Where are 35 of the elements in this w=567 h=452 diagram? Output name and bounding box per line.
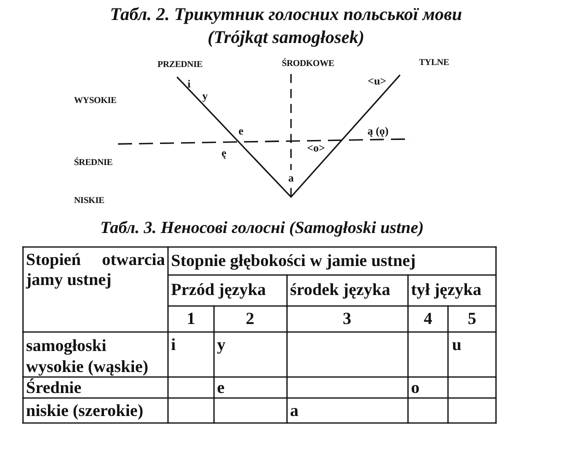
title: Табл. 2. Трикутник голосних польської мови (Trójkąt samogłosek) xyxy=(110,3,462,49)
table-header: Przód języka xyxy=(171,280,266,300)
table-header: środek języka xyxy=(290,280,390,300)
column-number: 2 xyxy=(246,309,254,329)
table-header: tył języka xyxy=(411,280,482,300)
table-header: Stopnie głębokości w jamie ustnej xyxy=(171,251,416,271)
axis-label: ŚRODKOWE xyxy=(282,58,334,68)
vowel-letter: o xyxy=(411,378,420,398)
vowel-label: y xyxy=(202,90,208,104)
row-header: samogłoski wysokie (wąskie) xyxy=(26,335,150,377)
vowel-label: ę xyxy=(222,148,226,160)
axis-label: WYSOKIE xyxy=(74,94,117,106)
column-number: 4 xyxy=(424,309,432,329)
vowel-label: ą (ǫ) xyxy=(367,126,389,138)
vowel-label: e xyxy=(238,126,244,138)
table-caption: Табл. 3. Неносові голосні (Samogłoski ustne) xyxy=(100,218,424,238)
axis-label: PRZEDNIE xyxy=(158,58,202,70)
vowel-letter: i xyxy=(171,335,176,355)
row-header: niskie (szerokie) xyxy=(26,401,144,421)
column-number: 5 xyxy=(468,309,476,329)
vowel-label: <o> xyxy=(306,142,326,156)
vowel-letter: y xyxy=(217,335,226,355)
table-header: Stopień otwarcia jamy ustnej xyxy=(26,250,165,290)
axis-label: TYLNE xyxy=(419,56,449,68)
column-number: 1 xyxy=(186,309,196,329)
vowel-label: i xyxy=(187,78,191,92)
vowel-letter: u xyxy=(452,335,462,355)
column-number: 3 xyxy=(342,309,352,329)
vowel-label: a xyxy=(288,172,294,186)
row-header: Średnie xyxy=(26,378,82,398)
axis-label: NISKIE xyxy=(74,194,104,206)
axis-label: ŚREDNIE xyxy=(74,156,113,168)
vowel-letter: a xyxy=(290,401,298,421)
vowel-label: <u> xyxy=(368,76,386,88)
vowel-letter: e xyxy=(217,378,225,398)
